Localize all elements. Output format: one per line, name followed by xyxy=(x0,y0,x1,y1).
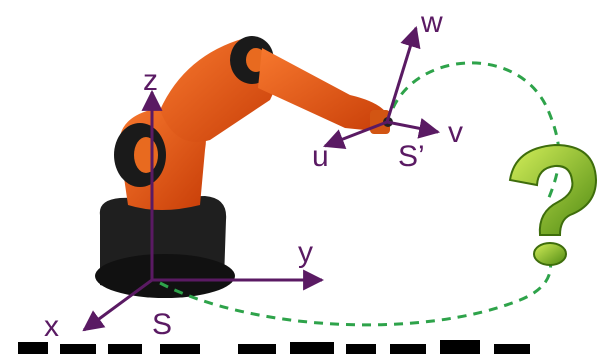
trajectory-path xyxy=(391,61,561,201)
trajectory-path-lower xyxy=(159,259,553,327)
question-mark-icon xyxy=(508,143,598,266)
z-axis-label: z xyxy=(143,64,158,97)
robot-arm xyxy=(95,36,393,298)
w-axis-label: w xyxy=(420,6,443,39)
base-frame-origin-label: S xyxy=(152,308,172,341)
base-frame: z y x S xyxy=(44,64,325,343)
cropped-bottom-text xyxy=(18,340,530,354)
robot-forearm xyxy=(258,48,388,132)
y-axis-label: y xyxy=(298,236,313,269)
tool-frame: w v u S’ xyxy=(312,6,463,173)
tool-frame-origin-label: S’ xyxy=(398,140,425,173)
x-axis-arrow xyxy=(82,278,153,332)
v-axis-arrow xyxy=(386,118,441,139)
robot-base-plate xyxy=(95,254,235,298)
v-axis-label: v xyxy=(448,116,463,149)
x-axis-label: x xyxy=(44,310,59,343)
w-axis-arrow xyxy=(385,25,421,123)
u-axis-label: u xyxy=(312,140,329,173)
u-axis-arrow xyxy=(323,120,388,149)
